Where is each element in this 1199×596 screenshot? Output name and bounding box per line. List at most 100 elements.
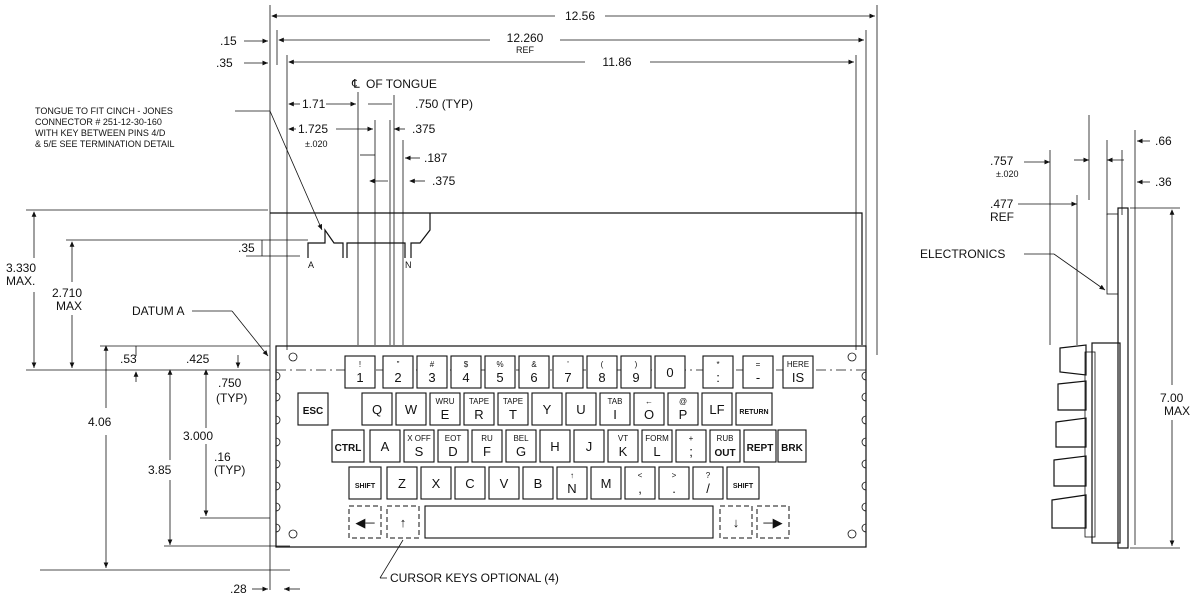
dim-53: .53 [120,352,137,366]
left-dimensions: 3.330 MAX. 2.710 MAX .35 DATUM A .53 .42… [6,209,308,596]
dim-inner-width: 11.86 [602,55,631,69]
dim-left-15: .15 [220,34,237,48]
key-cap [382,355,414,389]
key-cap [344,355,376,389]
key-main-label: RETURN [739,409,768,416]
key-cap [429,392,461,426]
key-top-label: * [716,360,719,369]
key-main-label: / [706,481,710,496]
dim-height-3330: 3.330 [6,261,36,275]
key-main-label: 1 [356,370,363,385]
key-top-label: & [531,360,537,369]
cursor-down-icon: ↓ [733,515,740,530]
tongue-note-line-1: TONGUE TO FIT CINCH - JONES [35,106,173,116]
key-cap [654,355,686,389]
dim-750: .750 [218,376,242,390]
key-cap [701,392,733,426]
key-main-label: Z [398,476,406,491]
key-main-label: W [405,402,418,417]
dim-385: 3.85 [148,463,172,477]
dim-375-b: .375 [432,174,456,188]
key-top-label: X OFF [407,434,431,443]
key-top-label: BEL [513,434,529,443]
key-row4-7: M [590,466,622,500]
key-row2-10: @P [667,392,699,426]
dim-side-477: .477 [990,197,1014,211]
key-main-label: V [500,476,509,491]
key-cap [463,392,495,426]
key-cap [641,429,673,463]
key-main-label: Y [543,402,552,417]
dim-side-ref: REF [990,210,1014,224]
key-cap [667,392,699,426]
key-row3-13: BRK [777,429,807,463]
key-cap [437,429,469,463]
key-main-label: E [441,407,450,422]
key-main-label: 8 [598,370,605,385]
key-row3-7: J [573,429,605,463]
tongue-note: TONGUE TO FIT CINCH - JONES CONNECTOR # … [35,106,323,231]
key-row2-1: Q [361,392,393,426]
cursor-keys: ◀─ ↑ ↓ ─▶ CURSOR KEYS OPTIONAL (4) [348,505,790,585]
key-main-label: U [576,402,585,417]
key-main-label: F [483,444,491,459]
key-row1-2: #3 [416,355,448,389]
key-cap [782,355,814,389]
key-main-label: 9 [632,370,639,385]
key-top-label: TAPE [503,397,523,406]
dim-height-2710: 2.710 [52,286,82,300]
dim-3000: 3.000 [183,429,213,443]
key-top-label: > [672,471,677,480]
dim-187: .187 [424,151,448,165]
key-main-label: C [465,476,474,491]
dim-tongue-1-725: 1.725 [298,122,328,136]
dim-16: .16 [214,450,231,464]
key-top-label: EOT [445,434,462,443]
key-cap [497,392,529,426]
key-main-label: IS [792,370,805,385]
key-main-label: P [679,407,688,422]
key-top-label: ↑ [570,471,574,480]
key-cap [777,429,807,463]
key-main-label: - [756,370,760,385]
pin-n-label: N [405,260,412,270]
dim-max-label-2: MAX [56,299,82,313]
key-main-label: S [415,444,424,459]
key-cap [488,466,520,500]
key-row1-8: )9 [620,355,652,389]
tongue-note-line-3: WITH KEY BETWEEN PINS 4/D [35,128,166,138]
key-top-label: ) [635,360,638,369]
key-cap [702,355,734,389]
key-row3-10: +; [675,429,707,463]
key-row2-0: ESC [297,392,329,426]
key-cap [633,392,665,426]
key-cap [522,466,554,500]
dim-side-700: 7.00 [1160,391,1184,405]
key-main-label: O [644,407,654,422]
key-row4-4: V [488,466,520,500]
key-row3-8: VTK [607,429,639,463]
cursor-keys-note: CURSOR KEYS OPTIONAL (4) [390,571,559,585]
key-main-label: 7 [564,370,571,385]
key-row1-10: *: [702,355,734,389]
key-row1-3: $4 [450,355,482,389]
key-main-label: REPT [747,443,774,454]
key-row4-5: B [522,466,554,500]
key-cap [675,429,707,463]
key-cap [361,392,393,426]
key-cap [552,355,584,389]
key-row3-6: H [539,429,571,463]
dim-side-36: .36 [1155,175,1172,189]
key-main-label: ESC [303,406,324,417]
key-main-label: SHIFT [733,483,754,490]
key-cap [658,466,690,500]
key-cap [531,392,563,426]
key-cap [471,429,503,463]
key-cap [573,429,605,463]
